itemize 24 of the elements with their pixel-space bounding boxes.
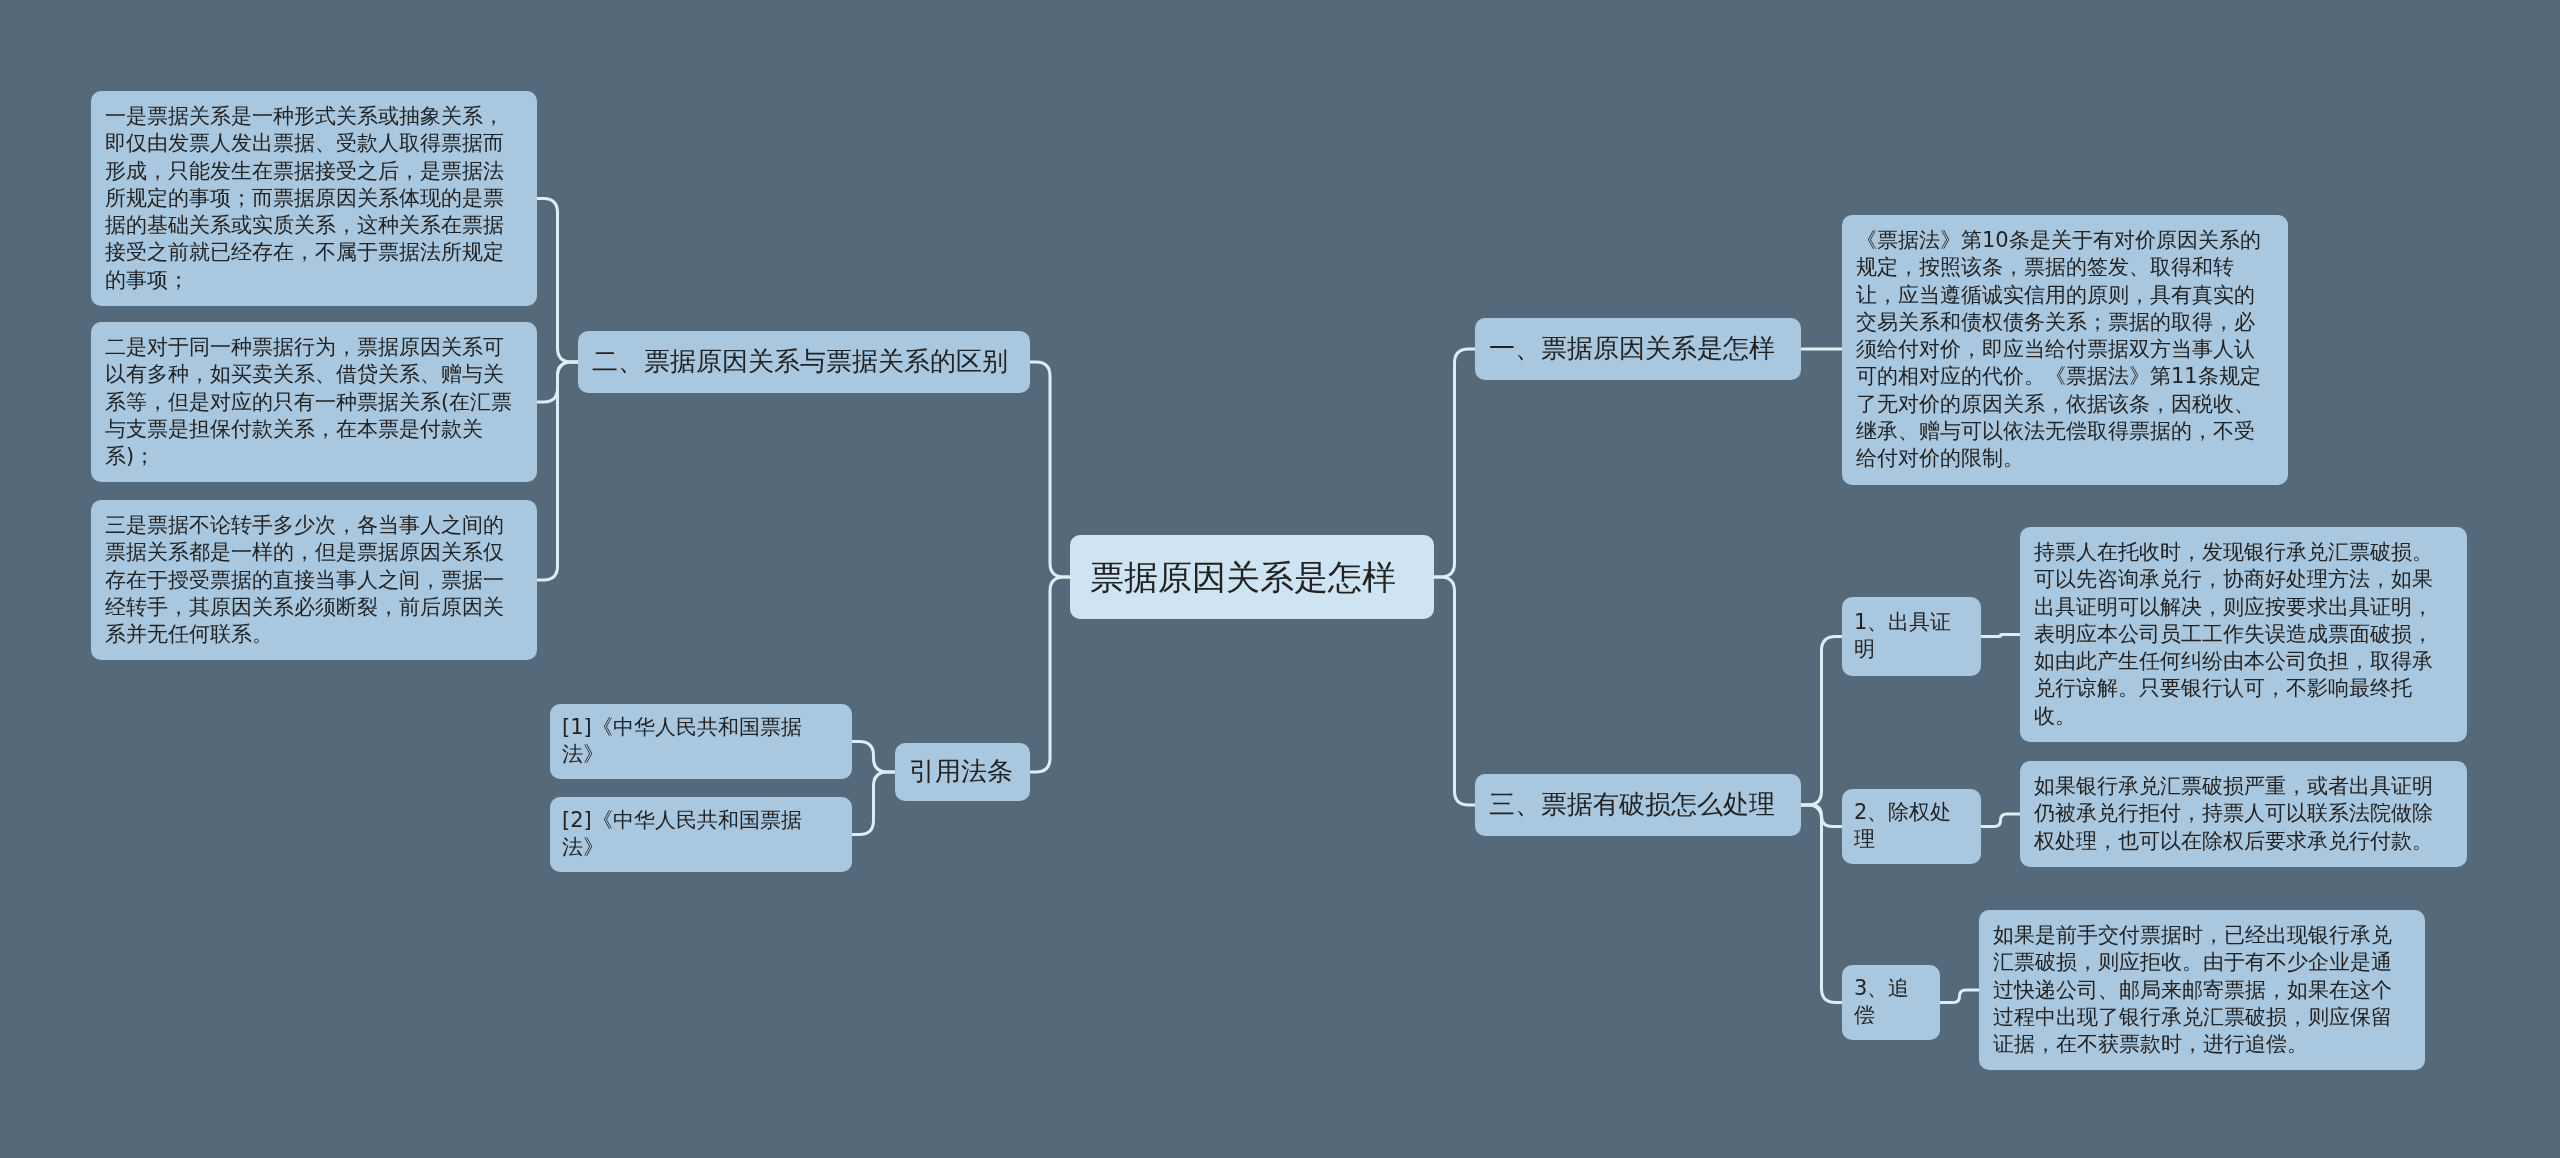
connector-line — [1801, 803, 1842, 1004]
topic-box: 二、票据原因关系与票据关系的区别 — [578, 331, 1030, 393]
subtopic-box: 2、除权处理 — [1842, 789, 1981, 864]
topic-box: 三、票据有破损怎么处理 — [1475, 774, 1801, 836]
connector-line — [1981, 812, 2020, 828]
subtopic-box: 3、追偿 — [1842, 965, 1940, 1040]
connector-line — [1434, 575, 1475, 807]
subtopic-box: 1、出具证明 — [1842, 597, 1981, 676]
note-box: 三是票据不论转手多少次，各当事人之间的票据关系都是一样的，但是票据原因关系仅存在于授受票据的直接当事人之间，票据一经转手，其原因关系必须断裂，前后原因关系并无任何联系。 — [91, 500, 537, 661]
note-box: 一是票据关系是一种形式关系或抽象关系，即仅由发票人发出票据、受款人取得票据而形成，只能发生在票据接受之后，是票据法所规定的事项；而票据原因关系体现的是票据的基础关系或实质关系，这种关系在票据接受之前就已经存在，不属于票据法所规定的事项； — [91, 91, 537, 307]
connector-line — [1981, 633, 2020, 638]
note-box: 二是对于同一种票据行为，票据原因关系可以有多种，如买卖关系、借贷关系、赠与关系等，但是对应的只有一种票据关系(在汇票与支票是担保付款关系，在本票是付款关系)； — [91, 322, 537, 483]
note-box: 如果银行承兑汇票破损严重，或者出具证明仍被承兑行拒付，持票人可以联系法院做除权处理，也可以在除权后要求承兑行付款。 — [2020, 761, 2467, 867]
topic-box: 一、票据原因关系是怎样 — [1475, 318, 1801, 380]
reference-box: [1]《中华人民共和国票据法》 — [550, 704, 852, 779]
note-box: 持票人在托收时，发现银行承兑汇票破损。可以先咨询承兑行，协商好处理方法，如果出具证明可以解决，则应按要求出具证明，表明应本公司员工工作失误造成票面破损，如由此产生任何纠纷由本公司负担，取得承兑行谅解。只要银行认可，不影响最终托收。 — [2020, 527, 2467, 743]
central-topic: 票据原因关系是怎样 — [1070, 535, 1434, 620]
reference-box: [2]《中华人民共和国票据法》 — [550, 797, 852, 872]
connector-line — [537, 360, 578, 582]
topic-box: 引用法条 — [895, 743, 1030, 801]
note-box: 如果是前手交付票据时，已经出现银行承兑汇票破损，则应拒收。由于有不少企业是通过快递公司、邮局来邮寄票据，如果在这个过程中出现了银行承兑汇票破损，则应保留证据，在不获票款时，进行追偿。 — [1979, 910, 2425, 1071]
connector-line — [1940, 988, 1979, 1004]
connector-line — [1801, 347, 1842, 351]
note-box: 《票据法》第10条是关于有对价原因关系的规定，按照该条，票据的签发、取得和转让，应当遵循诚实信用的原则，具有真实的交易关系和债权债务关系；票据的取得，必须给付对价，即应当给付票据双方当事人认可的相对应的代价。《票据法》第11条规定了无对价的原因关系，依据该条，因税收、继承、赠与可以依法无偿取得票据的，不受给付对价的限制。 — [1842, 215, 2288, 485]
